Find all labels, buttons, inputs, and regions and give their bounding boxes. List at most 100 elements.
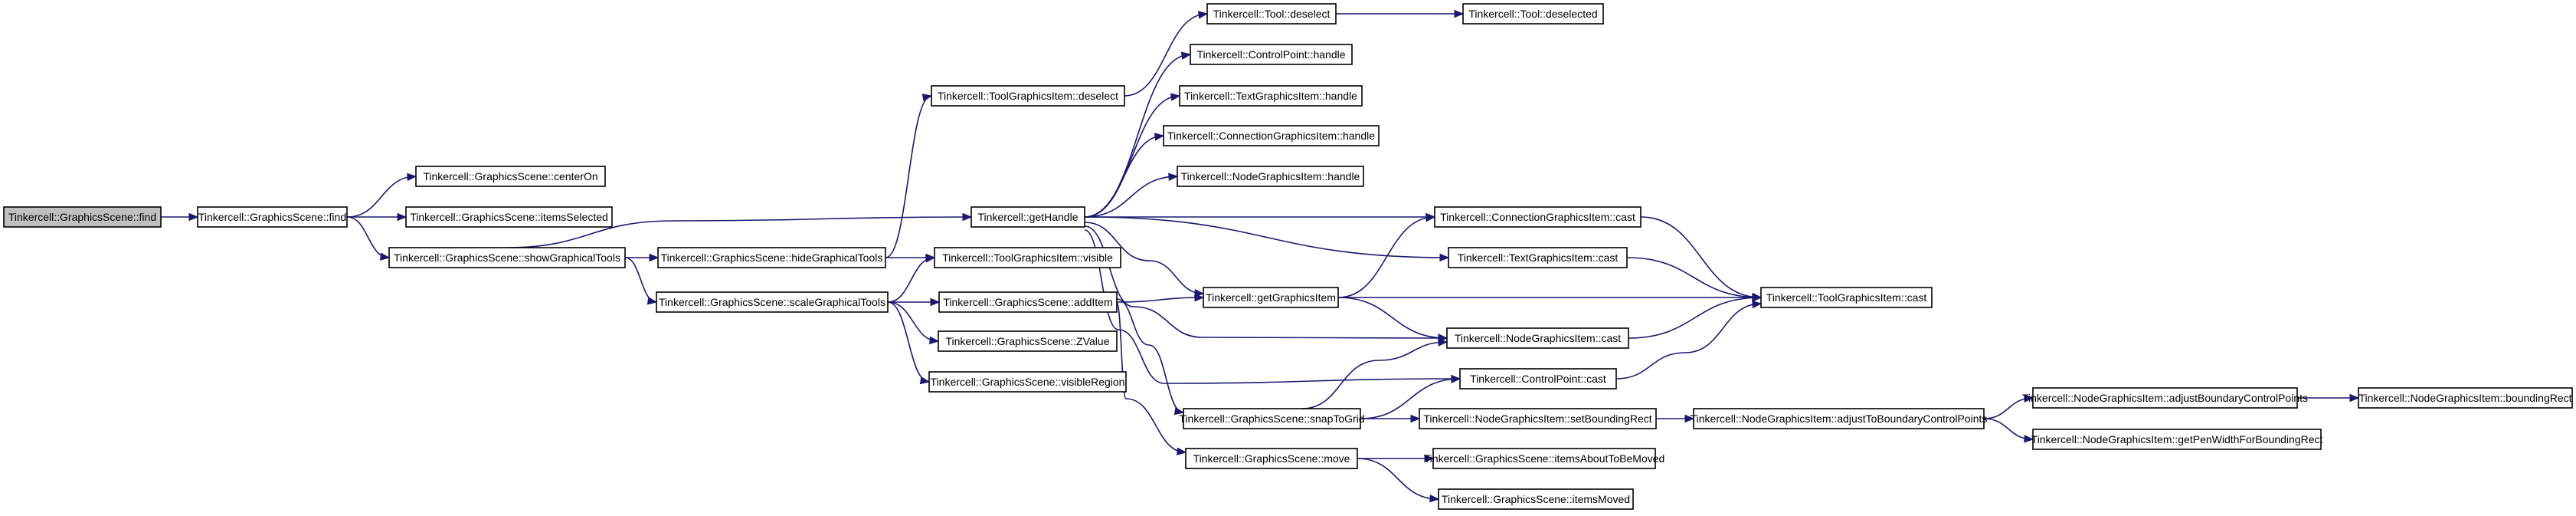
graph-node[interactable]: Tinkercell::GraphicsScene::find <box>197 206 348 228</box>
edge-arrowhead <box>1176 447 1187 455</box>
graph-edge <box>1084 173 1179 218</box>
graph-node[interactable]: Tinkercell::Tool::deselected <box>1462 3 1604 25</box>
edge-line <box>1084 216 1449 258</box>
node-label: Tinkercell::GraphicsScene::move <box>1193 452 1350 465</box>
edge-arrowhead <box>1194 293 1205 302</box>
graph-edge <box>1085 212 1436 222</box>
edge-arrowhead <box>2024 435 2034 443</box>
graph-edge <box>1116 302 1187 455</box>
graph-node[interactable]: Tinkercell::GraphicsScene::find <box>3 206 162 228</box>
node-label: Tinkercell::GraphicsScene::find <box>8 211 156 223</box>
edge-line <box>1084 176 1178 218</box>
graph-node[interactable]: Tinkercell::GraphicsScene::itemsMoved <box>1438 488 1634 510</box>
node-box <box>1163 125 1380 146</box>
graph-edge <box>1116 293 1205 303</box>
node-box <box>1203 287 1339 308</box>
node-box <box>1434 206 1642 228</box>
node-box <box>1177 166 1364 187</box>
node-box <box>388 247 626 268</box>
graph-edge <box>1084 216 1450 262</box>
graph-node[interactable]: Tinkercell::TextGraphicsItem::cast <box>1448 247 1628 268</box>
node-box <box>1693 408 1985 429</box>
graph-node[interactable]: Tinkercell::getHandle <box>971 206 1085 228</box>
edge-arrowhead <box>1173 406 1185 416</box>
graph-node[interactable]: Tinkercell::NodeGraphicsItem::getPenWidt… <box>2031 429 2323 450</box>
graph-edge <box>1983 394 2034 419</box>
graph-node[interactable]: Tinkercell::ConnectionGraphicsItem::cast <box>1434 206 1642 228</box>
graph-node[interactable]: Tinkercell::getGraphicsItem <box>1203 287 1339 308</box>
node-box <box>1432 448 1656 469</box>
graph-node[interactable]: Tinkercell::GraphicsScene::addItem <box>938 291 1118 313</box>
node-box <box>938 330 1118 352</box>
edge-arrowhead <box>397 212 408 222</box>
graph-edge <box>346 212 408 222</box>
graph-node[interactable]: Tinkercell::GraphicsScene::move <box>1185 448 1358 469</box>
edge-line <box>1337 216 1435 298</box>
node-box <box>931 85 1125 107</box>
edge-arrowhead <box>646 297 658 305</box>
graph-node[interactable]: Tinkercell::ToolGraphicsItem::visible <box>934 247 1121 268</box>
node-label: Tinkercell::GraphicsScene::centerOn <box>423 170 597 182</box>
graph-edge <box>160 212 199 222</box>
graph-node[interactable]: Tinkercell::ControlPoint::cast <box>1459 368 1617 389</box>
graph-node[interactable]: Tinkercell::GraphicsScene::centerOn <box>415 166 606 187</box>
node-label: Tinkercell::NodeGraphicsItem::setBoundin… <box>1423 412 1651 425</box>
edge-line <box>1084 229 1461 384</box>
node-box <box>1448 247 1628 268</box>
graph-edge <box>1337 297 1448 342</box>
graph-edge <box>505 212 973 248</box>
node-label: Tinkercell::NodeGraphicsItem::adjustBoun… <box>2022 392 2308 404</box>
graph-node[interactable]: Tinkercell::GraphicsScene::itemsSelected <box>405 206 613 228</box>
graph-node[interactable]: Tinkercell::ToolGraphicsItem::cast <box>1760 287 1933 308</box>
node-box <box>1179 85 1363 107</box>
graph-node[interactable]: Tinkercell::GraphicsScene::scaleGraphica… <box>656 291 889 313</box>
graph-node[interactable]: Tinkercell::GraphicsScene::showGraphical… <box>388 247 626 268</box>
edge-arrowhead <box>1425 213 1436 222</box>
node-label: Tinkercell::NodeGraphicsItem::adjustToBo… <box>1691 412 1988 425</box>
graph-node[interactable]: Tinkercell::GraphicsScene::hideGraphical… <box>657 247 886 268</box>
edge-line <box>1084 135 1164 218</box>
graph-edge <box>346 173 417 218</box>
edge-arrowhead <box>188 212 199 222</box>
node-label: Tinkercell::TextGraphicsItem::handle <box>1184 90 1357 102</box>
edge-arrowhead <box>1429 494 1440 503</box>
node-label: Tinkercell::NodeGraphicsItem::cast <box>1455 332 1621 344</box>
edge-line <box>1337 297 1448 339</box>
graph-edge <box>887 301 940 345</box>
graph-node[interactable]: Tinkercell::ConnectionGraphicsItem::hand… <box>1163 125 1380 146</box>
edge-arrowhead <box>2024 394 2034 403</box>
graph-node[interactable]: Tinkercell::NodeGraphicsItem::handle <box>1177 166 1364 187</box>
graph-node[interactable]: Tinkercell::NodeGraphicsItem::cast <box>1446 327 1629 349</box>
edge-line <box>1084 225 1448 339</box>
graph-edge <box>887 255 936 303</box>
edge-line <box>505 216 972 248</box>
graph-node[interactable]: Tinkercell::GraphicsScene::ZValue <box>938 330 1118 352</box>
node-label: Tinkercell::GraphicsScene::visibleRegion <box>931 376 1125 388</box>
edge-arrowhead <box>407 173 417 182</box>
node-label: Tinkercell::ControlPoint::handle <box>1196 48 1345 61</box>
graph-node[interactable]: Tinkercell::GraphicsScene::itemsAboutToB… <box>1424 448 1665 469</box>
graph-edge <box>1628 294 1763 339</box>
graph-node[interactable]: Tinkercell::NodeGraphicsItem::boundingRe… <box>2358 387 2573 409</box>
graph-node[interactable]: Tinkercell::ToolGraphicsItem::deselect <box>931 85 1125 107</box>
graph-node[interactable]: Tinkercell::Tool::deselect <box>1206 3 1337 25</box>
graph-node[interactable]: Tinkercell::ControlPoint::handle <box>1190 44 1353 65</box>
graph-node[interactable]: Tinkercell::NodeGraphicsItem::setBoundin… <box>1419 408 1657 429</box>
graph-node[interactable]: Tinkercell::GraphicsScene::visibleRegion <box>928 371 1127 393</box>
edge-line <box>887 301 939 342</box>
graph-edge <box>1640 216 1763 301</box>
node-box <box>415 166 606 187</box>
edge-arrowhead <box>921 94 933 102</box>
edge-arrowhead <box>1752 300 1763 309</box>
edge-arrowhead <box>925 255 936 263</box>
node-label: Tinkercell::NodeGraphicsItem::handle <box>1181 170 1360 182</box>
node-label: Tinkercell::ConnectionGraphicsItem::cast <box>1440 211 1635 223</box>
node-label: Tinkercell::GraphicsScene::scaleGraphica… <box>659 296 885 308</box>
graph-node[interactable]: Tinkercell::GraphicsScene::snapToGrid <box>1179 408 1365 429</box>
graph-node[interactable]: Tinkercell::NodeGraphicsItem::adjustToBo… <box>1691 408 1988 429</box>
graph-node[interactable]: Tinkercell::TextGraphicsItem::handle <box>1179 85 1363 107</box>
node-box <box>971 206 1085 228</box>
graph-node[interactable]: Tinkercell::NodeGraphicsItem::adjustBoun… <box>2022 387 2308 409</box>
node-box <box>1462 3 1604 25</box>
